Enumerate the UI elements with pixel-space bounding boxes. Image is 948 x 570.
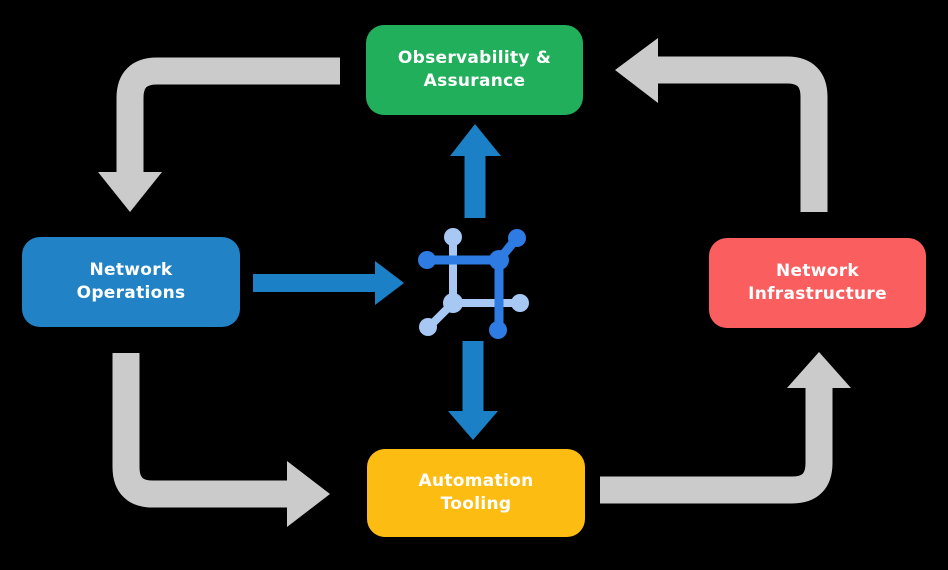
icon-dark-nodes xyxy=(418,229,526,339)
arrow-shaft xyxy=(112,353,289,508)
arrow-shaft xyxy=(116,57,340,174)
arrow-center-to-observability xyxy=(450,124,501,218)
arrow-shaft xyxy=(656,56,828,212)
node-network-infrastructure: Network Infrastructure xyxy=(709,238,926,328)
arrowhead-up-icon xyxy=(450,124,501,156)
arrow-operations-to-automation xyxy=(112,353,330,527)
arrow-operations-to-center xyxy=(253,261,404,305)
arrow-automation-to-infrastructure xyxy=(600,352,851,504)
arrowhead-left-icon xyxy=(615,38,658,103)
arrow-shaft xyxy=(600,386,833,504)
arrowhead-up-icon xyxy=(787,352,851,388)
arrowhead-right-icon xyxy=(375,261,404,305)
node-label: Observability & Assurance xyxy=(397,47,552,91)
arrow-observability-to-operations xyxy=(98,57,340,212)
node-automation-tooling: Automation Tooling xyxy=(367,449,585,537)
node-observability-assurance: Observability & Assurance xyxy=(366,25,583,115)
node-label: Network Operations xyxy=(76,259,186,303)
icon-light-nodes xyxy=(419,228,529,336)
node-label: Network Infrastructure xyxy=(748,260,887,304)
arrowhead-right-icon xyxy=(287,461,330,527)
arrowhead-down-icon xyxy=(98,172,162,212)
node-network-operations: Network Operations xyxy=(22,237,240,327)
node-label: Automation Tooling xyxy=(418,470,534,514)
arrow-center-to-automation xyxy=(448,341,498,440)
arrowhead-down-icon xyxy=(448,411,498,440)
network-automation-icon xyxy=(418,228,529,339)
arrow-infrastructure-to-observability xyxy=(615,38,828,212)
